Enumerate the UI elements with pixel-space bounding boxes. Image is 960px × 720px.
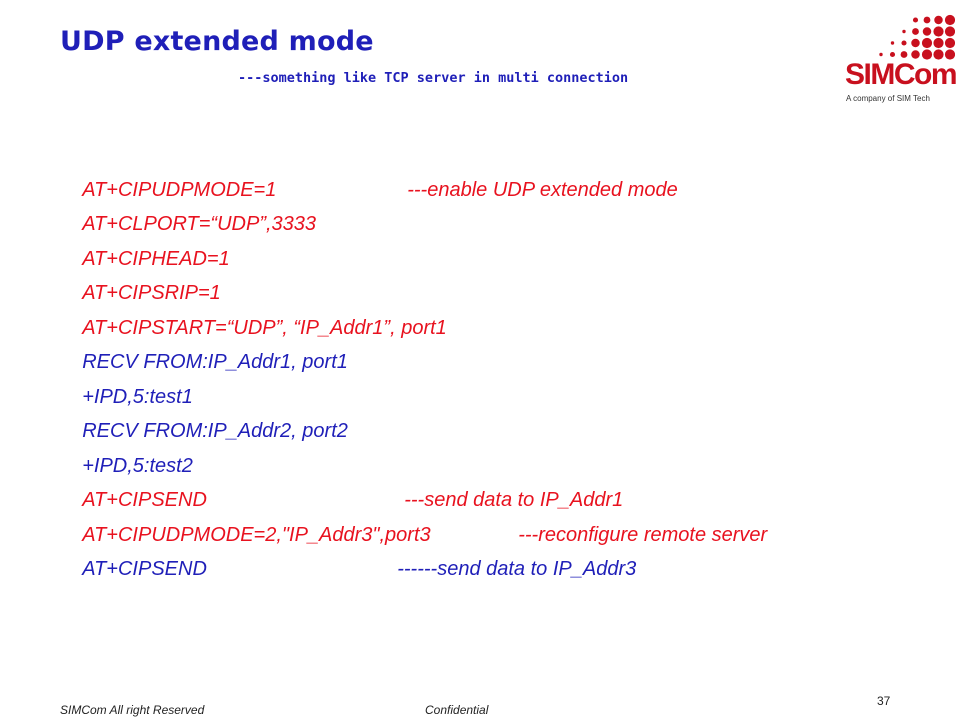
command-text: AT+CLPORT=“UDP”,3333 xyxy=(82,213,317,235)
command-text: AT+CIPHEAD=1 xyxy=(82,247,230,270)
logo-dot xyxy=(944,49,955,60)
logo-dot xyxy=(890,41,895,45)
command-text: AT+CIPSRIP=1 xyxy=(82,282,221,304)
logo-dot xyxy=(912,28,919,35)
logo-dot xyxy=(933,37,944,49)
command-line: AT+CIPSEND ------send data to IP_Addr3 xyxy=(60,518,767,580)
page-number: 37 xyxy=(877,694,891,708)
logo-dot xyxy=(902,29,906,34)
logo-dot xyxy=(933,26,944,37)
logo-dot xyxy=(944,14,955,26)
at-command-list: AT+CIPUDPMODE=1 ---enable UDP extended mo… xyxy=(60,138,767,581)
simcom-logo: SIMCom A company of SIM Tech xyxy=(845,14,958,103)
logo-dot xyxy=(933,49,944,60)
command-text: RECV FROM:IP_Addr1, port1 xyxy=(82,351,348,373)
logo-dot xyxy=(912,17,919,23)
command-line: AT+CIPUDPMODE=1 ---enable UDP extended mo… xyxy=(60,138,767,201)
command-line: +IPD,5:test2 xyxy=(60,414,767,477)
footer-confidential: Confidential xyxy=(425,703,489,717)
command-text: AT+CIPSEND xyxy=(82,558,207,580)
logo-dot xyxy=(900,51,908,58)
command-line: AT+CIPHEAD=1 xyxy=(60,207,767,270)
command-line: RECV FROM:IP_Addr2, port2 xyxy=(60,380,767,442)
command-text: AT+CIPUDPMODE=1 xyxy=(82,178,277,201)
logo-dot xyxy=(934,15,943,25)
logo-dot xyxy=(923,16,931,24)
logo-dot-pattern-icon xyxy=(879,14,955,60)
logo-dot xyxy=(921,49,933,60)
logo-dot xyxy=(944,26,955,37)
logo-tagline: A company of SIM Tech xyxy=(846,94,930,103)
logo-dot xyxy=(879,52,883,57)
command-line: AT+CIPSEND ---send data to IP_Addr1 xyxy=(60,449,767,511)
logo-dot xyxy=(889,51,896,58)
command-line: +IPD,5:test1 xyxy=(60,345,767,408)
logo-dot xyxy=(922,27,932,36)
command-line: AT+CIPSTART=“UDP”, “IP_Addr1”, port1 xyxy=(60,276,767,339)
command-text: +IPD,5:test1 xyxy=(82,385,193,408)
command-line: AT+CIPUDPMODE=2,"IP_Addr3",port3 ---recon… xyxy=(60,483,767,546)
logo-dot xyxy=(911,50,920,59)
command-text: +IPD,5:test2 xyxy=(82,454,193,477)
command-note: ---enable UDP extended mode xyxy=(407,178,678,201)
logo-dot xyxy=(901,40,907,46)
command-note: ------send data to IP_Addr3 xyxy=(397,558,637,580)
command-line: AT+CLPORT=“UDP”,3333 xyxy=(60,173,767,235)
command-note: ---send data to IP_Addr1 xyxy=(404,489,624,511)
command-text: RECV FROM:IP_Addr2, port2 xyxy=(82,420,348,442)
logo-dot xyxy=(921,37,933,49)
footer-copyright: SIMCom All right Reserved xyxy=(60,703,205,717)
logo-wordmark: SIMCom xyxy=(845,58,958,91)
logo-dot xyxy=(944,37,955,49)
logo-dot xyxy=(911,38,920,48)
slide-subtitle: ---something like TCP server in multi co… xyxy=(238,70,629,86)
command-text: AT+CIPSTART=“UDP”, “IP_Addr1”, port1 xyxy=(82,316,447,339)
slide-title: UDP extended mode xyxy=(60,26,374,57)
command-text: AT+CIPSEND xyxy=(82,489,207,511)
command-note: ---reconfigure remote server xyxy=(518,523,768,546)
command-line: RECV FROM:IP_Addr1, port1 xyxy=(60,311,767,373)
command-text: AT+CIPUDPMODE=2,"IP_Addr3",port3 xyxy=(82,523,431,546)
command-line: AT+CIPSRIP=1 xyxy=(60,242,767,304)
